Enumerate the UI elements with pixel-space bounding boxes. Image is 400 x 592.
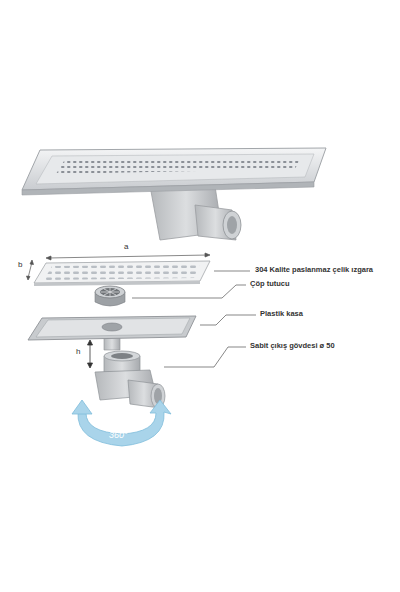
dimension-b [27,260,34,280]
part-name: Plastik kasa [260,310,303,318]
rotation-arrow [72,400,171,446]
assembled-drain [22,148,326,240]
leader-lines [132,271,256,367]
steel-grate [34,261,210,286]
part-name: 304 Kalite paslanmaz çelik ızgara [255,266,373,274]
dimension-label: h [76,348,80,357]
outlet-body [95,351,165,408]
dimension-a [46,253,210,260]
dimension-label: b [18,261,22,270]
rotation-label: 360° [109,431,128,441]
dimension-h [88,340,93,368]
part-name: Çöp tutucu [250,280,290,288]
part-name: Sabit çıkış gövdesi ø 50 [250,342,335,350]
dimension-label: a [124,243,128,252]
strainer [95,286,125,306]
plastic-tray [28,316,196,350]
